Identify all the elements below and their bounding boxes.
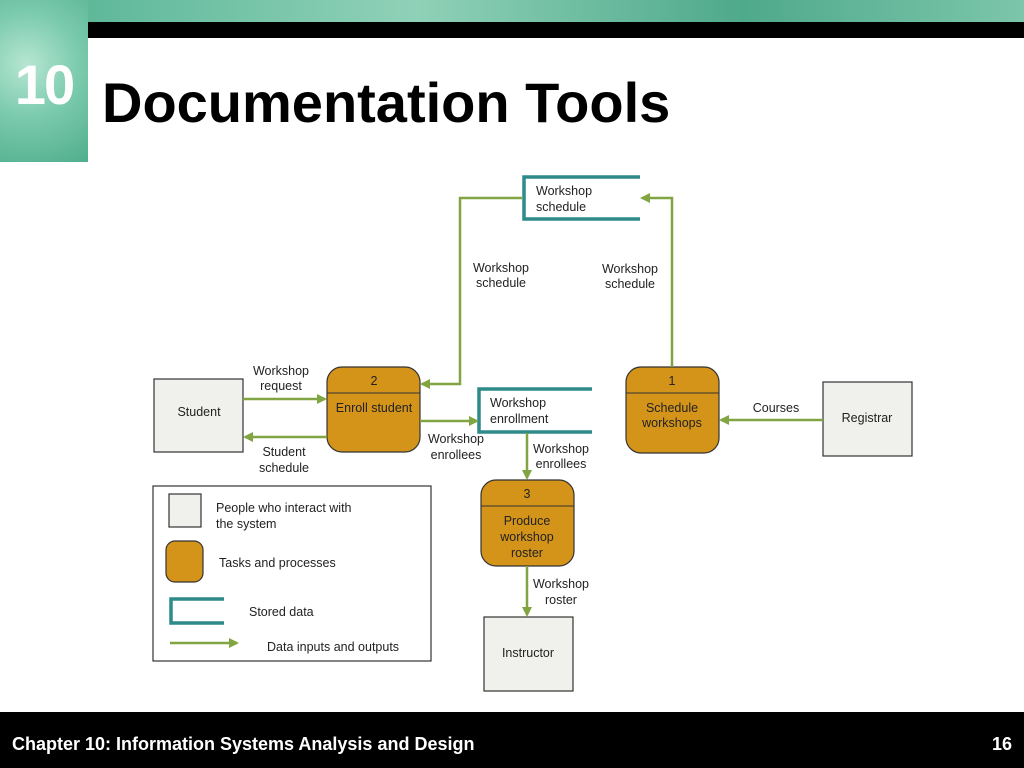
label-student-schedule-1: Student <box>262 445 306 459</box>
label-roster-2: roster <box>545 593 577 607</box>
process-produce-label-3: roster <box>511 546 543 560</box>
process-schedule-number: 1 <box>669 374 676 388</box>
chapter-number: 10 <box>14 53 75 116</box>
label-roster-1: Workshop <box>533 577 589 591</box>
process-enroll-number: 2 <box>371 374 378 388</box>
data-flow-diagram: Student Registrar Instructor 2 Enroll st… <box>152 175 913 692</box>
store-workshop-schedule <box>522 175 640 221</box>
label-enrollees-right-2: enrollees <box>536 457 587 471</box>
label-enrollees-left-2: enrollees <box>431 448 482 462</box>
store-schedule-label-1: Workshop <box>536 184 592 198</box>
label-enrollees-left-1: Workshop <box>428 432 484 446</box>
flow-schedule-to-enroll <box>420 196 522 389</box>
process-produce-number: 3 <box>524 487 531 501</box>
store-enrollment-label-2: enrollment <box>490 412 549 426</box>
slide-title: Documentation Tools <box>102 71 671 134</box>
store-workshop-enrollment <box>477 387 592 434</box>
legend-stored: Stored data <box>249 605 314 619</box>
entity-student <box>153 378 244 453</box>
label-schedule-left-2: schedule <box>476 276 526 290</box>
page-number: 16 <box>991 734 1012 754</box>
label-request-1: Workshop <box>253 364 309 378</box>
process-schedule-label-1: Schedule <box>646 401 698 415</box>
slide-footer: Chapter 10: Information Systems Analysis… <box>0 712 1024 768</box>
top-decor-strip <box>88 0 1024 22</box>
legend-tasks: Tasks and processes <box>219 556 336 570</box>
legend-people-2: the system <box>216 517 276 531</box>
label-student-schedule-2: schedule <box>259 461 309 475</box>
label-schedule-right-1: Workshop <box>602 262 658 276</box>
label-courses: Courses <box>753 401 800 415</box>
entity-instructor-label: Instructor <box>502 646 554 660</box>
legend-process-swatch <box>165 540 204 583</box>
entity-registrar-label: Registrar <box>842 411 893 425</box>
label-schedule-left-1: Workshop <box>473 261 529 275</box>
legend-entity-swatch <box>168 493 202 528</box>
label-enrollees-right-1: Workshop <box>533 442 589 456</box>
footer-chapter-title: Chapter 10: Information Systems Analysis… <box>12 734 475 754</box>
legend-people-1: People who interact with <box>216 501 352 515</box>
legend-store-swatch <box>169 597 224 625</box>
legend-io: Data inputs and outputs <box>267 640 399 654</box>
label-schedule-right-2: schedule <box>605 277 655 291</box>
process-schedule-label-2: workshops <box>641 416 702 430</box>
flow-schedule-to-store <box>640 193 674 367</box>
process-produce-label-1: Produce <box>504 514 551 528</box>
store-enrollment-label-1: Workshop <box>490 396 546 410</box>
entity-registrar <box>822 381 913 457</box>
legend: People who interact with the system Task… <box>152 485 432 662</box>
process-produce-label-2: workshop <box>499 530 554 544</box>
store-schedule-label-2: schedule <box>536 200 586 214</box>
top-black-bar <box>88 22 1024 38</box>
process-enroll-label: Enroll student <box>336 401 413 415</box>
label-request-2: request <box>260 379 302 393</box>
chapter-corner-tile <box>0 0 88 162</box>
process-enroll-student <box>326 366 421 453</box>
entity-student-label: Student <box>177 405 221 419</box>
entity-instructor <box>483 616 574 692</box>
